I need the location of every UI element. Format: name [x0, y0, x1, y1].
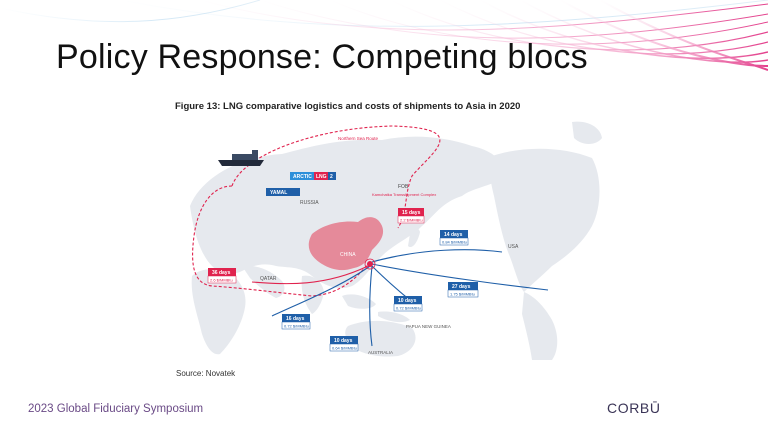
svg-text:14 days: 14 days [444, 232, 463, 238]
route-box-australia: 10 days 0.64 $/MMBtu [329, 336, 359, 352]
decorative-swoosh [0, 0, 768, 71]
svg-text:1.75 $/MMBtu: 1.75 $/MMBtu [450, 292, 475, 297]
svg-text:10 days: 10 days [398, 298, 417, 304]
svg-text:15 days: 15 days [402, 210, 421, 216]
china-highlight [308, 217, 384, 271]
footer-event-name: 2023 Global Fiduciary Symposium [28, 403, 204, 415]
svg-text:0.72 $/MMBtu: 0.72 $/MMBtu [284, 324, 309, 329]
label-russia: RUSSIA [300, 200, 319, 206]
route-box-qatar: 36 days 2.6 $/MMBtu [207, 268, 237, 284]
route-box-usa: 14 days 0.84 $/MMBtu [439, 230, 469, 246]
svg-text:16 days: 16 days [286, 316, 305, 322]
svg-text:ARCTIC: ARCTIC [293, 174, 312, 180]
label-kamchatka: Kamchatka Transshipment Complex [372, 192, 436, 197]
project-tag-yamal: YAMAL [266, 188, 300, 196]
svg-text:0.84 $/MMBtu: 0.84 $/MMBtu [442, 240, 467, 245]
svg-text:36 days: 36 days [212, 270, 231, 276]
label-australia: AUSTRALIA [368, 350, 393, 355]
figure-title: Figure 13: LNG comparative logistics and… [175, 101, 521, 112]
label-fob: FOB [398, 184, 409, 190]
svg-text:2: 2 [330, 174, 333, 180]
project-tag-arctic-lng: ARCTIC LNG 2 [290, 172, 336, 180]
slide-title: Policy Response: Competing blocs [56, 38, 588, 76]
route-box-kamchatka: 15 days 2.2 $/MMBtu [397, 208, 425, 224]
svg-text:YAMAL: YAMAL [270, 190, 287, 196]
world-landmass [190, 121, 602, 360]
svg-text:2.2 $/MMBtu: 2.2 $/MMBtu [400, 218, 423, 223]
route-box-pacific: 27 days 1.75 $/MMBtu [447, 282, 479, 298]
route-box-png: 10 days 0.72 $/MMBtu [393, 296, 423, 312]
figure-source: Source: Novatek [176, 369, 236, 378]
label-qatar: QATAR [260, 276, 277, 282]
svg-text:LNG: LNG [316, 174, 327, 180]
svg-text:10 days: 10 days [334, 338, 353, 344]
svg-text:2.6 $/MMBtu: 2.6 $/MMBtu [210, 278, 233, 283]
route-lines [192, 125, 549, 347]
label-papua: PAPUA NEW GUINEA [406, 324, 451, 329]
svg-text:27 days: 27 days [452, 284, 471, 290]
svg-text:0.72 $/MMBtu: 0.72 $/MMBtu [396, 306, 421, 311]
asia-destination-marker [364, 258, 376, 270]
label-northern-sea-route: Northern Sea Route [338, 136, 379, 141]
lng-route-map: RUSSIA CHINA QATAR USA PAPUA NEW GUINEA … [172, 116, 604, 360]
label-china: CHINA [340, 252, 356, 258]
route-box-indian: 16 days 0.72 $/MMBtu [281, 314, 311, 330]
brand-logo: CORBŪ [607, 400, 661, 416]
svg-text:0.64 $/MMBtu: 0.64 $/MMBtu [332, 346, 357, 351]
label-usa: USA [508, 244, 519, 250]
lng-tanker-icon [218, 150, 264, 166]
